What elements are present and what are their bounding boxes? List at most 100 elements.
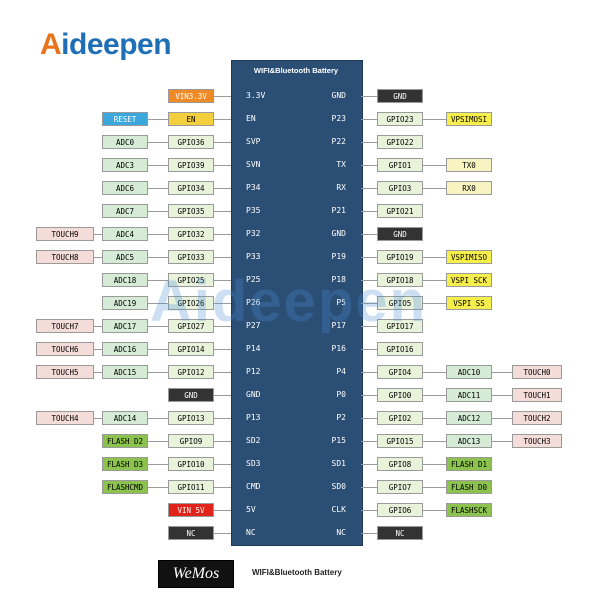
pin-label-right: P22 bbox=[331, 137, 346, 146]
pin-tag-uart: TX0 bbox=[446, 158, 492, 172]
brand-logo: Aideepen bbox=[40, 28, 172, 61]
pin-tag-adc: ADC15 bbox=[102, 365, 148, 379]
pin-label-right: P2 bbox=[336, 413, 346, 422]
pin-tag-gpio: GPIO9 bbox=[168, 434, 214, 448]
pin-label-left: P34 bbox=[246, 183, 261, 192]
pin-label-left: P13 bbox=[246, 413, 261, 422]
pin-label-right: GND bbox=[331, 229, 346, 238]
pin-label-left: GND bbox=[246, 390, 261, 399]
pin-tag-gpio: GPIO25 bbox=[168, 273, 214, 287]
connector-line bbox=[361, 165, 492, 166]
connector-line bbox=[102, 165, 231, 166]
pin-tag-gpio: GPIO36 bbox=[168, 135, 214, 149]
bottom-label: WIFI&Bluetooth Battery bbox=[252, 568, 342, 577]
connector-line bbox=[102, 280, 231, 281]
connector-line bbox=[361, 257, 492, 258]
pin-tag-gpio: GPIO14 bbox=[168, 342, 214, 356]
pin-label-right: NC bbox=[336, 528, 346, 537]
pin-tag-gpio: GPIO16 bbox=[377, 342, 423, 356]
pin-tag-gpio: GPIO17 bbox=[377, 319, 423, 333]
connector-line bbox=[102, 487, 231, 488]
pin-tag-gpio: GPIO21 bbox=[377, 204, 423, 218]
pin-label-left: SVN bbox=[246, 160, 261, 169]
wemos-logo: WeMos bbox=[158, 560, 234, 588]
pin-tag-gpio: GPIO33 bbox=[168, 250, 214, 264]
pin-tag-gpio: GPIO7 bbox=[377, 480, 423, 494]
pin-label-right: P0 bbox=[336, 390, 346, 399]
pin-label-left: P25 bbox=[246, 275, 261, 284]
board-title: WIFI&Bluetooth Battery bbox=[253, 66, 339, 75]
connector-line bbox=[361, 487, 492, 488]
pin-tag-gpio: GPIO12 bbox=[168, 365, 214, 379]
pin-tag-adc: ADC0 bbox=[102, 135, 148, 149]
pin-tag-flash: FLASHCMD bbox=[102, 480, 148, 494]
connector-line bbox=[102, 188, 231, 189]
pin-tag-flash: FLASH D1 bbox=[446, 457, 492, 471]
connector-line bbox=[102, 441, 231, 442]
connector-line bbox=[102, 142, 231, 143]
pin-label-right: P4 bbox=[336, 367, 346, 376]
connector-line bbox=[361, 303, 492, 304]
pin-tag-gpio: GPIO6 bbox=[377, 503, 423, 517]
connector-line bbox=[102, 303, 231, 304]
pin-tag-adc: ADC4 bbox=[102, 227, 148, 241]
pin-label-right: P19 bbox=[331, 252, 346, 261]
connector-line bbox=[361, 119, 492, 120]
pin-label-right: P16 bbox=[331, 344, 346, 353]
pin-label-right: P23 bbox=[331, 114, 346, 123]
pin-tag-adc: ADC17 bbox=[102, 319, 148, 333]
pin-tag-gpio: GPIO8 bbox=[377, 457, 423, 471]
pin-tag-adc: ADC10 bbox=[446, 365, 492, 379]
pin-tag-en: EN bbox=[168, 112, 214, 126]
pin-tag-spi: VSPI SS bbox=[446, 296, 492, 310]
pin-label-left: NC bbox=[246, 528, 256, 537]
pin-tag-gpio: GPIO3 bbox=[377, 181, 423, 195]
pin-tag-gnd: GND bbox=[168, 388, 214, 402]
pin-tag-gnd: GND bbox=[377, 89, 423, 103]
pin-tag-adc: ADC6 bbox=[102, 181, 148, 195]
pin-tag-gpio: GPIO22 bbox=[377, 135, 423, 149]
pin-tag-gpio: GPIO23 bbox=[377, 112, 423, 126]
pin-tag-spi: VSPIMISO bbox=[446, 250, 492, 264]
pin-tag-power: VIN3.3V bbox=[168, 89, 214, 103]
connector-line bbox=[102, 211, 231, 212]
pin-label-right: SD0 bbox=[331, 482, 346, 491]
pin-tag-flash: FLASH D2 bbox=[102, 434, 148, 448]
pin-tag-flash: FLASH D3 bbox=[102, 457, 148, 471]
pin-tag-touch: TOUCH2 bbox=[512, 411, 562, 425]
pin-label-right: P5 bbox=[336, 298, 346, 307]
pin-label-left: SD3 bbox=[246, 459, 261, 468]
pin-tag-touch: TOUCH8 bbox=[36, 250, 94, 264]
pin-tag-gpio: GPIO15 bbox=[377, 434, 423, 448]
pin-label-right: P21 bbox=[331, 206, 346, 215]
pin-label-right: P15 bbox=[331, 436, 346, 445]
pin-tag-adc: ADC12 bbox=[446, 411, 492, 425]
pin-tag-gpio: GPIO26 bbox=[168, 296, 214, 310]
pin-tag-touch: TOUCH6 bbox=[36, 342, 94, 356]
pin-tag-gnd: GND bbox=[377, 227, 423, 241]
pin-tag-gpio: GPIO13 bbox=[168, 411, 214, 425]
connector-line bbox=[102, 119, 231, 120]
pin-tag-spi: VSPI SCK bbox=[446, 273, 492, 287]
pin-label-left: P35 bbox=[246, 206, 261, 215]
pin-tag-gpio: GPIO39 bbox=[168, 158, 214, 172]
pin-tag-gpio: GPIO1 bbox=[377, 158, 423, 172]
pin-label-left: 3.3V bbox=[246, 91, 266, 100]
pin-label-right: TX bbox=[336, 160, 346, 169]
pin-tag-flash: FLASH D0 bbox=[446, 480, 492, 494]
pin-tag-gpio: GPIO18 bbox=[377, 273, 423, 287]
pin-label-left: CMD bbox=[246, 482, 261, 491]
connector-line bbox=[361, 280, 492, 281]
pin-tag-adc: ADC19 bbox=[102, 296, 148, 310]
pin-tag-adc: ADC18 bbox=[102, 273, 148, 287]
pin-tag-spi: VPSIMOSI bbox=[446, 112, 492, 126]
pin-tag-touch: TOUCH5 bbox=[36, 365, 94, 379]
pin-tag-gpio: GPIO10 bbox=[168, 457, 214, 471]
pin-label-left: P33 bbox=[246, 252, 261, 261]
pin-tag-gpio: GPIO0 bbox=[377, 388, 423, 402]
board-body bbox=[231, 60, 363, 546]
pin-tag-touch: TOUCH7 bbox=[36, 319, 94, 333]
pin-tag-adc: ADC13 bbox=[446, 434, 492, 448]
pin-tag-adc: ADC14 bbox=[102, 411, 148, 425]
pin-tag-gpio: GPIO11 bbox=[168, 480, 214, 494]
